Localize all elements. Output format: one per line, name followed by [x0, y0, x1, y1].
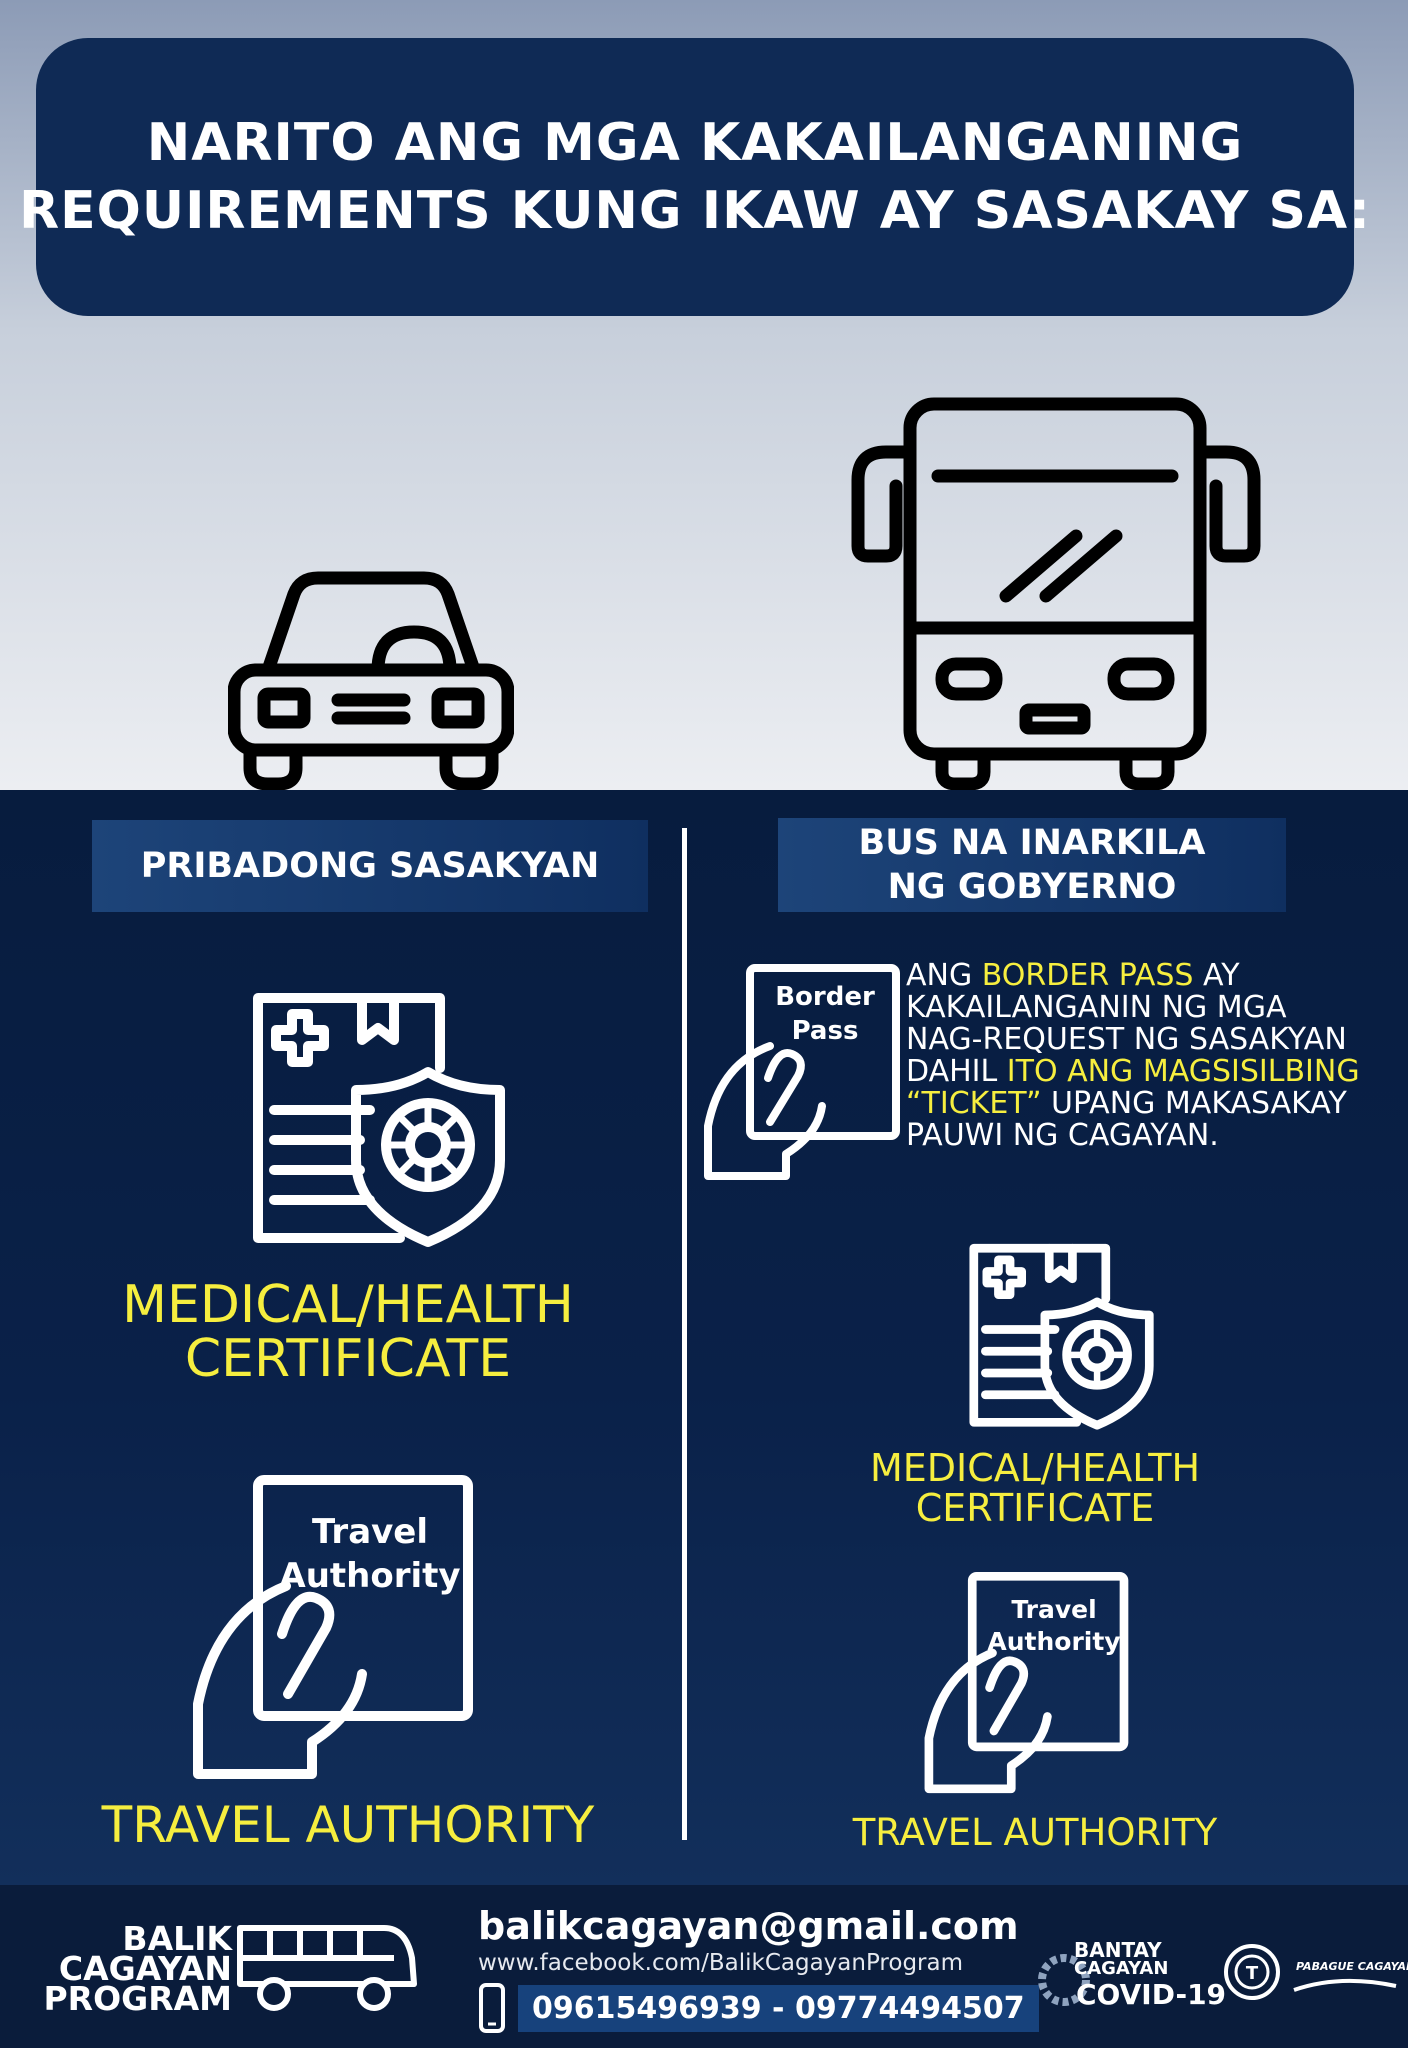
right-medical-line-2: CERTIFICATE [915, 1486, 1155, 1530]
bus-icon [851, 397, 1261, 791]
travel-doc-line-2: Authority [987, 1627, 1121, 1656]
balik-cagayan-brand: BALIK CAGAYAN PROGRAM [22, 1919, 232, 2018]
title-banner: NARITO ANG MGA KAKAILANGANING REQUIREMEN… [19, 38, 1370, 316]
right-travel-label: TRAVEL AUTHORITY [852, 1811, 1218, 1854]
bp-text-1b: BORDER PASS [981, 958, 1194, 993]
travel-doc-text: Travel Authority [984, 1594, 1124, 1658]
bp-text-4b: ITO ANG MAGSISILBING [1006, 1054, 1360, 1089]
left-travel-label: TRAVEL AUTHORITY [101, 1796, 595, 1854]
bantay-cagayan-logo: BANTAY CAGAYAN COVID-19 [1034, 1938, 1226, 2018]
province-seal-icon: T [1224, 1944, 1280, 2000]
tab-pribadong-sasakyan: PRIBADONG SASAKYAN [92, 820, 648, 912]
tab-line-2: NG GOBYERNO [887, 867, 1177, 907]
facebook-link[interactable]: www.facebook.com/BalikCagayanProgram [478, 1950, 964, 1976]
bantay-text-2: CAGAYAN [1074, 1958, 1169, 1979]
phone-icon [479, 1983, 505, 2033]
bp-text-6: PAUWI NG CAGAYAN. [906, 1118, 1219, 1153]
border-doc-line-2: Pass [791, 1016, 859, 1046]
requirements-panel [0, 790, 1408, 1885]
medical-certificate-icon [969, 1243, 1154, 1430]
car-icon [228, 571, 514, 791]
brand-line-3: PROGRAM [43, 1979, 232, 2018]
bp-text-5b: UPANG MAKASAKAY [1041, 1086, 1347, 1121]
tab-label: PRIBADONG SASAKYAN [140, 846, 600, 886]
bp-text-1c: AY [1193, 958, 1240, 993]
border-doc-line-1: Border [775, 982, 875, 1012]
email-link[interactable]: balikcagayan@gmail.com [478, 1904, 1019, 1948]
tab-bus-na-inarkila: BUS NA INARKILA NG GOBYERNO [778, 818, 1286, 912]
right-medical-line-1: MEDICAL/HEALTH [869, 1446, 1201, 1490]
bp-text-4a: DAHIL [906, 1054, 1007, 1089]
virus-gear-icon [1038, 1954, 1090, 2006]
title-line-1: NARITO ANG MGA KAKAILANGANING [146, 113, 1244, 173]
bp-text-5a: “TICKET” [906, 1086, 1042, 1121]
pabague-text: PABAGUE CAGAYAN [1296, 1960, 1408, 1973]
medical-certificate-icon [253, 993, 505, 1247]
brand-line-2: CAGAYAN [58, 1949, 232, 1988]
border-pass-description: ANG BORDER PASS AY KAKAILANGANIN NG MGA … [906, 960, 1406, 1152]
left-medical-label: MEDICAL/HEALTH CERTIFICATE [88, 1278, 608, 1386]
bp-text-2: KAKAILANGANIN NG MGA [906, 990, 1287, 1025]
brand-line-1: BALIK [122, 1919, 232, 1958]
phone-numbers[interactable]: 09615496939 - 09774494507 [518, 1985, 1039, 2032]
travel-authority-icon: Travel Authority [186, 1474, 476, 1784]
runner-logo-icon [1293, 1978, 1397, 1992]
travel-doc-text: Travel Authority [278, 1510, 462, 1598]
tab-line-1: BUS NA INARKILA [858, 823, 1206, 863]
left-medical-line-1: MEDICAL/HEALTH [122, 1275, 574, 1335]
travel-doc-line-1: Travel [1011, 1595, 1097, 1624]
border-pass-icon: Border Pass [700, 964, 900, 1182]
pabague-cagayan-logo: PABAGUE CAGAYAN [1290, 1950, 1408, 2006]
bantay-text-1: BANTAY [1074, 1938, 1162, 1962]
bantay-text-3: COVID-19 [1076, 1978, 1227, 2011]
bus-logo-icon [237, 1925, 417, 2011]
bp-text-1a: ANG [906, 958, 982, 993]
right-medical-label: MEDICAL/HEALTH CERTIFICATE [820, 1448, 1250, 1528]
bp-text-3: NAG-REQUEST NG SASAKYAN [906, 1022, 1347, 1057]
left-medical-line-2: CERTIFICATE [184, 1329, 512, 1389]
column-divider [682, 828, 687, 1840]
svg-text:T: T [1246, 1963, 1259, 1984]
title-line-2: REQUIREMENTS KUNG IKAW AY SASAKAY SA: [19, 181, 1371, 241]
border-doc-text: Border Pass [760, 980, 890, 1048]
travel-authority-icon: Travel Authority [920, 1572, 1130, 1796]
travel-doc-line-1: Travel [311, 1512, 429, 1552]
travel-doc-line-2: Authority [279, 1556, 461, 1596]
